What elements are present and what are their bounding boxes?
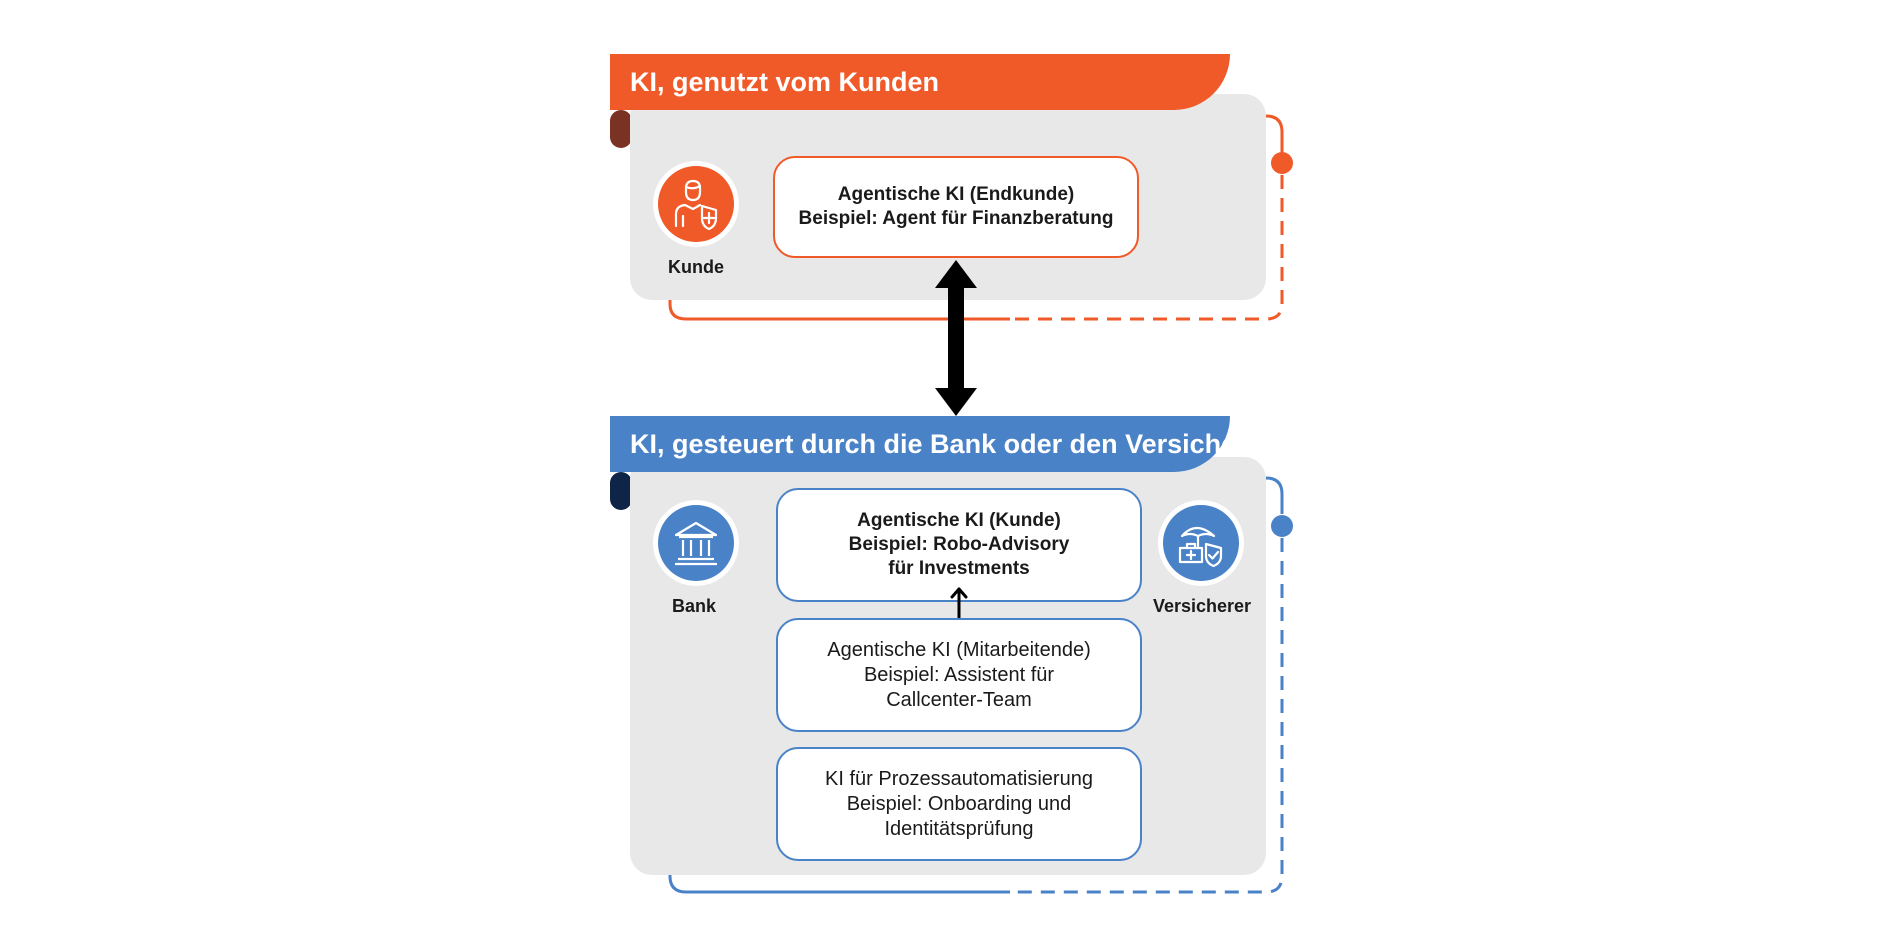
box-title: Agentische KI (Endkunde) bbox=[837, 184, 1075, 205]
box-title: Agentische KI (Mitarbeitende) bbox=[827, 638, 1091, 661]
insurance-umbrella-icon bbox=[1178, 526, 1223, 568]
customer-shield-icon bbox=[674, 179, 718, 230]
box-example-cont: für Investments bbox=[888, 558, 1030, 579]
bank-icon bbox=[674, 521, 718, 566]
section-bidirectional-arrow bbox=[935, 260, 977, 416]
agent-mitarbeitende-box: Agentische KI (Mitarbeitende) Beispiel: … bbox=[776, 618, 1142, 732]
box-example: Beispiel: Onboarding und bbox=[846, 792, 1072, 815]
top-loop-dashed bbox=[1015, 175, 1284, 321]
top-loop-solid-bottom bbox=[668, 296, 1010, 321]
bottom-loop-dot bbox=[1271, 515, 1293, 537]
bottom-loop-solid-bottom bbox=[668, 868, 1010, 894]
box-title: KI für Prozessautomatisierung bbox=[825, 767, 1093, 790]
kunde-avatar bbox=[653, 161, 739, 247]
bottom-section-title: KI, gesteuert durch die Bank oder den Ve… bbox=[610, 416, 1272, 472]
top-section-title: KI, genutzt vom Kunden bbox=[610, 54, 1230, 110]
box-example: Beispiel: Agent für Finanzberatung bbox=[798, 208, 1114, 229]
kunde-label: Kunde bbox=[668, 257, 724, 277]
top-loop-solid-right bbox=[1265, 114, 1284, 162]
agent-endkunde-box: Agentische KI (Endkunde) Beispiel: Agent… bbox=[773, 156, 1139, 258]
agent-kunde-box: Agentische KI (Kunde) Beispiel: Robo-Adv… bbox=[776, 488, 1142, 602]
bank-label: Bank bbox=[671, 596, 716, 616]
bottom-tab-fold bbox=[610, 472, 632, 510]
versicherer-label: Versicherer bbox=[1152, 596, 1252, 616]
box-title: Agentische KI (Kunde) bbox=[857, 510, 1061, 531]
box-example: Beispiel: Robo-Advisory bbox=[848, 534, 1070, 555]
prozessautomatisierung-box: KI für Prozessautomatisierung Beispiel: … bbox=[776, 747, 1142, 861]
top-tab-fold bbox=[610, 110, 632, 148]
box-example: Beispiel: Assistent für bbox=[863, 663, 1055, 686]
top-loop-dot bbox=[1271, 152, 1293, 174]
bottom-loop-solid-right bbox=[1265, 476, 1284, 514]
box-example-cont: Identitätsprüfung bbox=[884, 817, 1034, 840]
versicherer-avatar bbox=[1158, 500, 1244, 586]
bank-avatar bbox=[653, 500, 739, 586]
bottom-loop-dashed bbox=[1015, 538, 1284, 894]
box-example-cont: Callcenter-Team bbox=[886, 688, 1032, 711]
